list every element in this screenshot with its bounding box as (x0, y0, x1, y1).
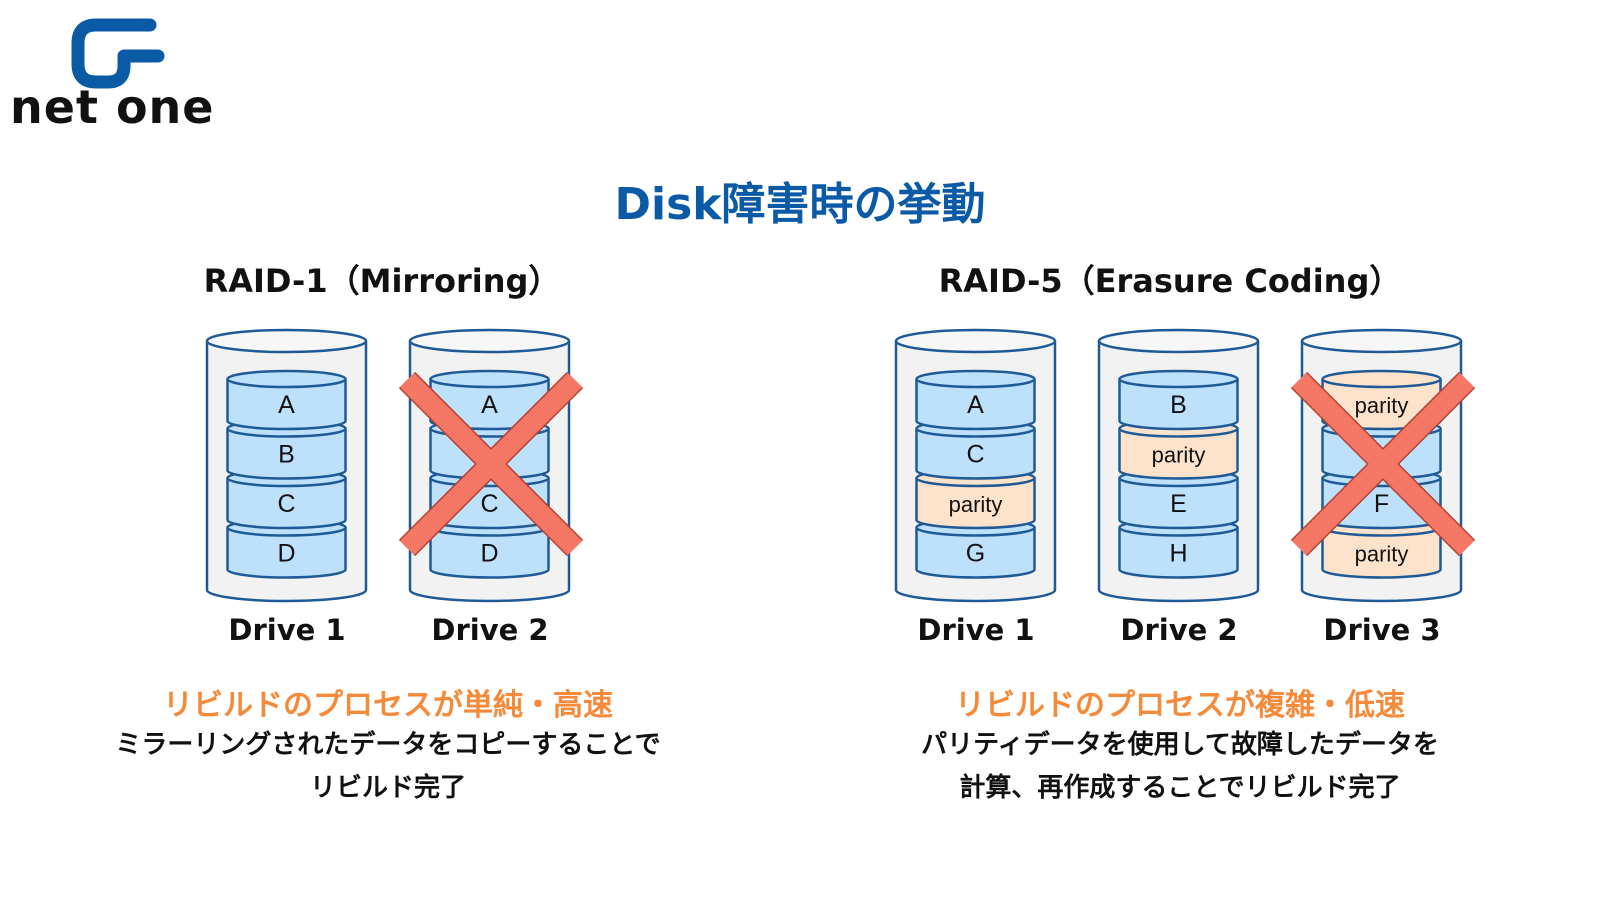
drive-top (894, 328, 1057, 354)
block-data: A (915, 369, 1036, 431)
block-label: H (1169, 540, 1187, 568)
logo-text: net one (10, 80, 215, 134)
raid1-drive-1-label: Drive 1 (228, 613, 346, 647)
failed-x-icon (398, 371, 584, 557)
block-label: D (480, 540, 498, 568)
raid5-drive-3-label: Drive 3 (1323, 613, 1441, 647)
raid1-drive-2-label: Drive 2 (431, 613, 549, 647)
block-label: F (1374, 490, 1389, 518)
block-data: A (429, 369, 550, 431)
block-label: G (966, 540, 985, 568)
raid1-drive-2: DC A (398, 328, 584, 603)
block-label: D (277, 540, 295, 568)
raid5-drive-1-label: Drive 1 (917, 613, 1035, 647)
block-label: parity (1355, 542, 1409, 567)
block-label: C (966, 441, 984, 469)
raid5-description-line-1: パリティデータを使用して故障したデータを (921, 730, 1439, 760)
raid5-drive-2-label: Drive 2 (1120, 613, 1238, 647)
raid1-description-line-1: ミラーリングされたデータをコピーすることで (115, 730, 661, 760)
raid5-description: パリティデータを使用して故障したデータを 計算、再作成することでリビルド完了 (921, 724, 1439, 810)
block-label: B (278, 441, 295, 469)
drive-top (408, 328, 571, 354)
block-label: C (277, 490, 295, 518)
block-label: parity (949, 492, 1003, 517)
drive-top (1300, 328, 1463, 354)
raid5-description-line-2: 計算、再作成することでリビルド完了 (959, 773, 1401, 803)
block-data: A (226, 369, 347, 431)
drive-top (205, 328, 368, 354)
page-title: Disk障害時の挙動 (614, 179, 986, 230)
block-label: A (278, 391, 295, 419)
block-label: parity (1355, 393, 1409, 418)
block-data: B (1118, 369, 1239, 431)
raid1-description: ミラーリングされたデータをコピーすることで リビルド完了 (115, 724, 660, 810)
block-label: C (480, 490, 498, 518)
failed-x-icon (1290, 371, 1476, 557)
block-label: parity (1152, 443, 1206, 468)
block-parity: parity (1321, 369, 1442, 431)
net-one-logo-mark (71, 18, 165, 89)
block-label: B (1170, 391, 1187, 419)
raid1-description-line-2: リビルド完了 (309, 773, 467, 803)
block-label: E (1170, 490, 1187, 518)
raid1-heading: RAID-1（Mirroring） (203, 262, 561, 300)
raid1-summary: リビルドのプロセスが単純・高速 (163, 688, 613, 723)
raid5-summary: リビルドのプロセスが複雑・低速 (955, 688, 1405, 723)
block-label: A (967, 391, 984, 419)
block-label: A (481, 391, 498, 419)
drive-top (1097, 328, 1260, 354)
raid5-heading: RAID-5（Erasure Coding） (938, 262, 1402, 300)
